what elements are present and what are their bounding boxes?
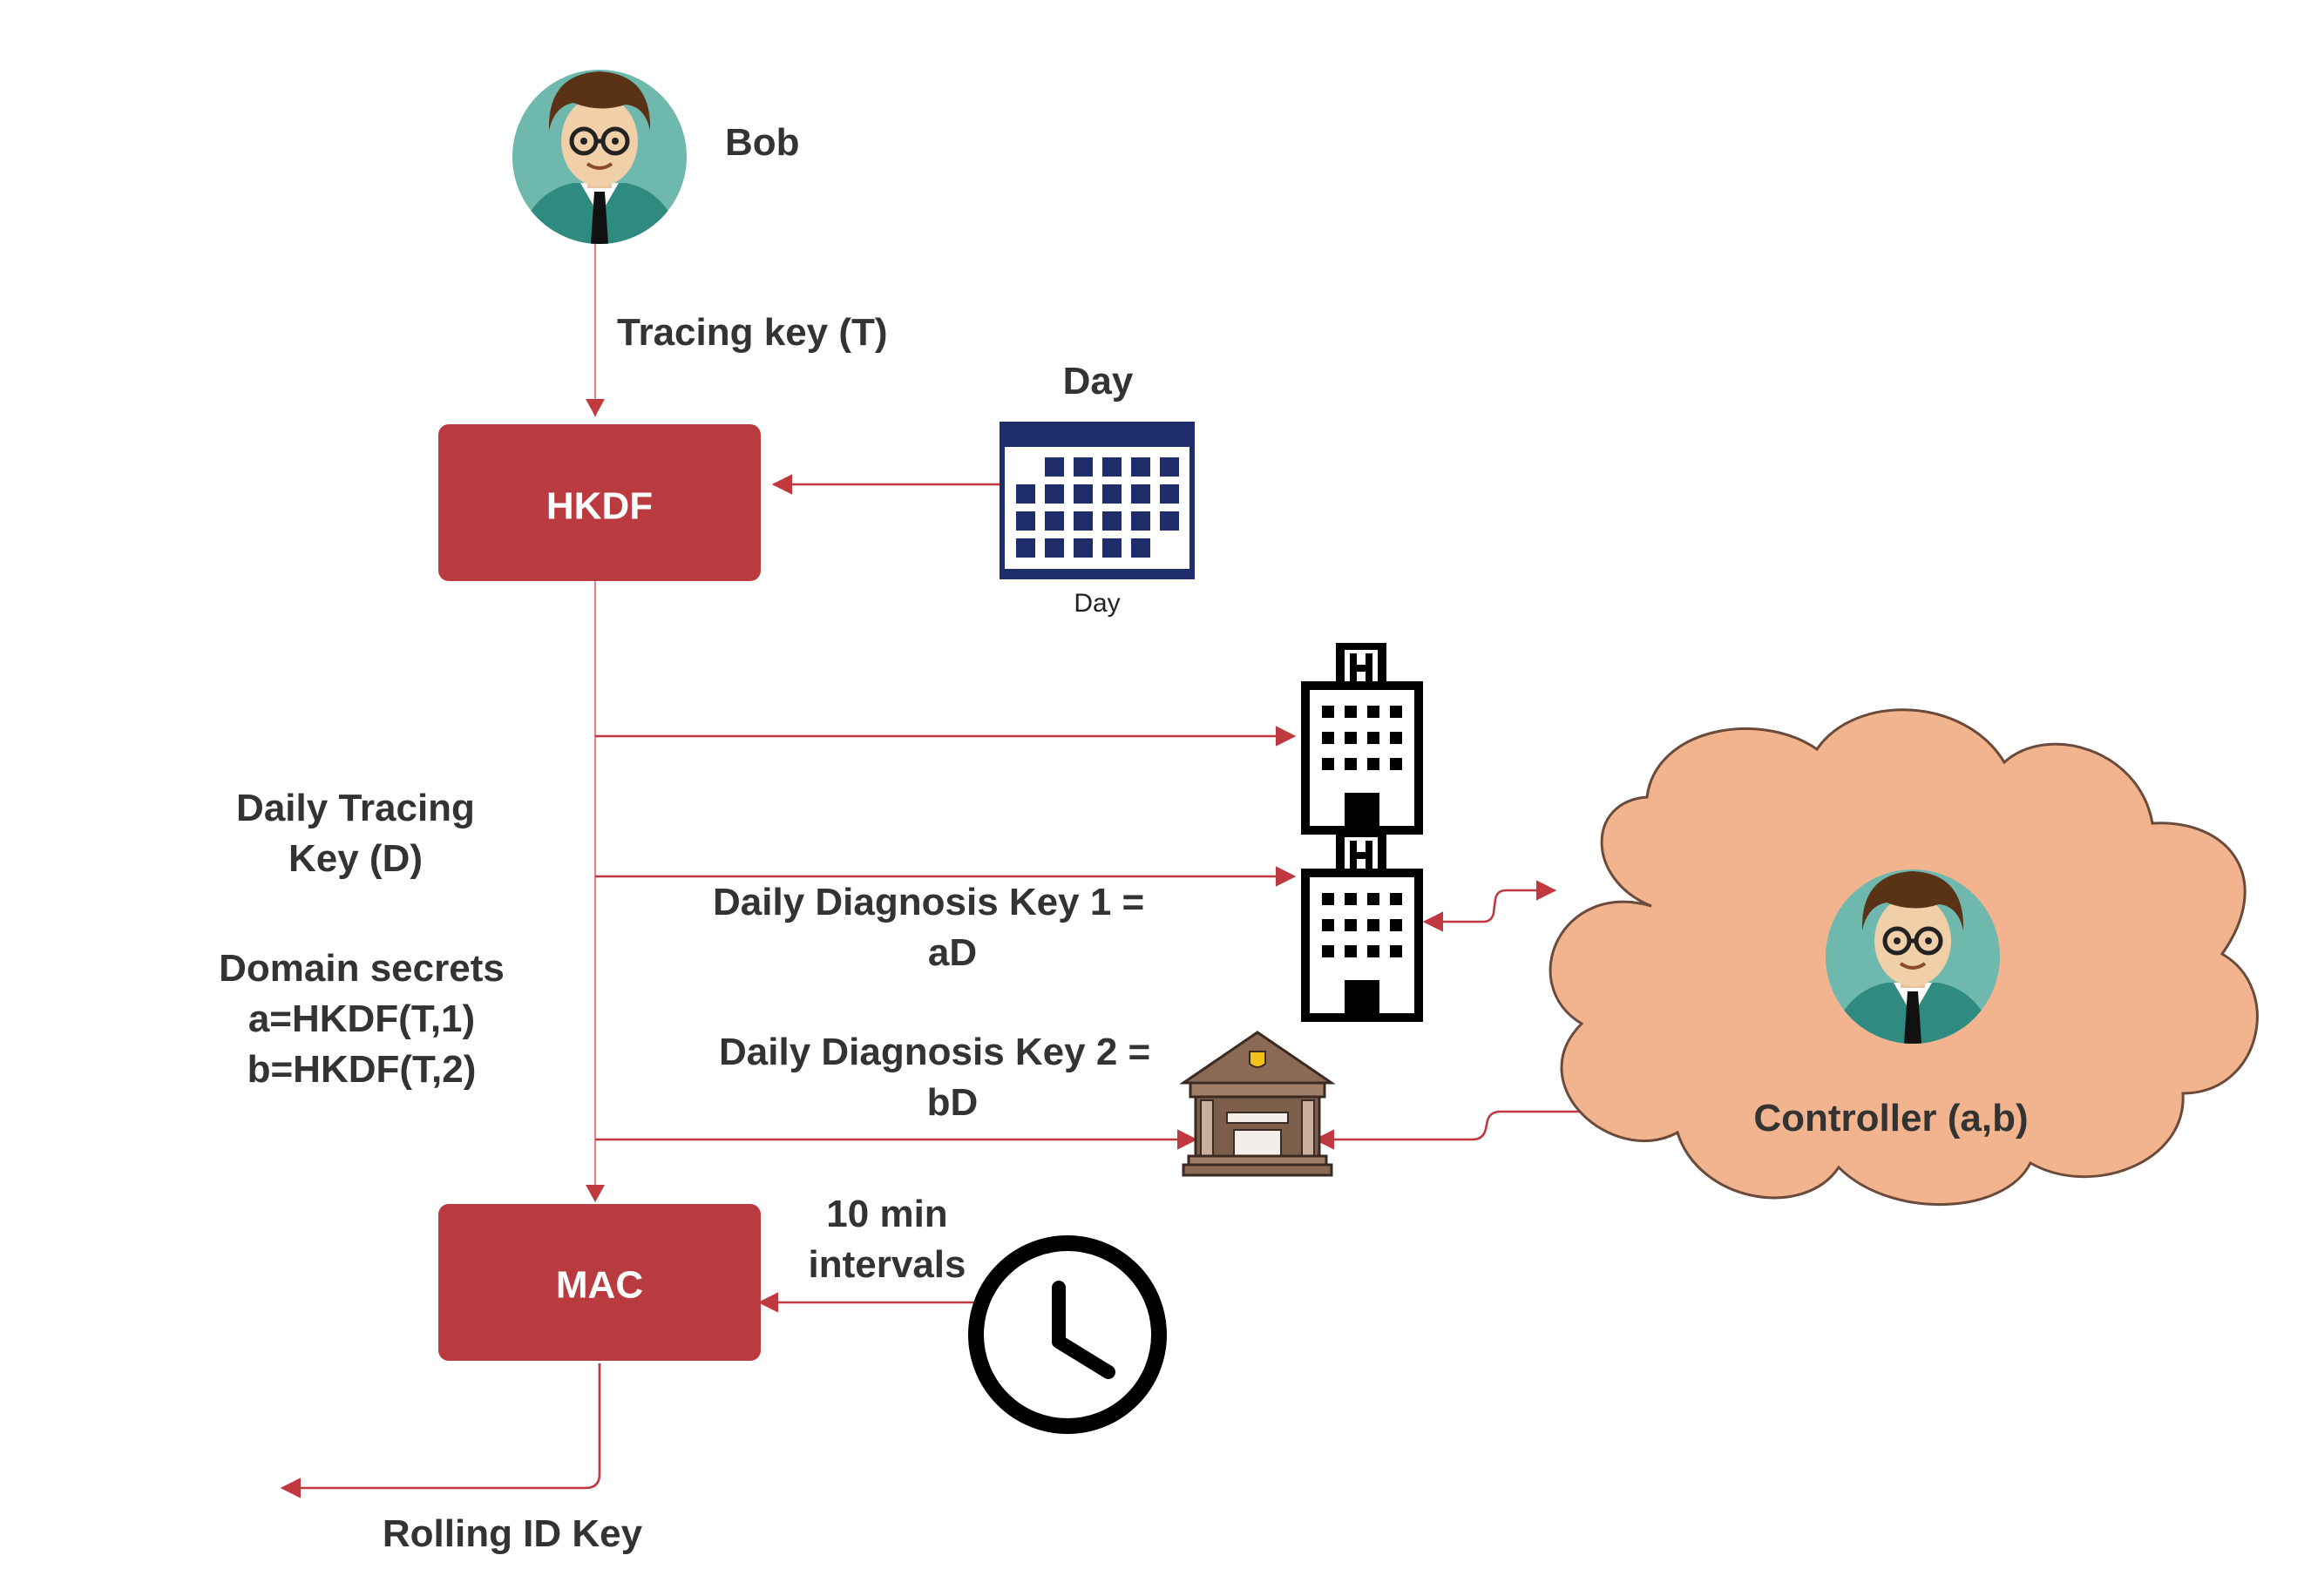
bank-icon bbox=[1179, 1031, 1336, 1177]
calendar-cell bbox=[1074, 457, 1093, 477]
diagnosis-key-1-line-2: aD bbox=[928, 931, 977, 974]
hkdf-node: HKDF bbox=[438, 424, 761, 581]
mac-node: MAC bbox=[438, 1204, 761, 1361]
edges bbox=[280, 240, 1657, 1498]
hospital-window bbox=[1345, 758, 1357, 770]
person-avatar-icon bbox=[512, 70, 687, 244]
calendar-cell bbox=[1160, 484, 1179, 504]
edge-mac-to-rolling-id bbox=[280, 1363, 601, 1498]
interval-line-2: intervals bbox=[809, 1243, 966, 1286]
domain-secrets-label: Domain secrets a=HKDF(T,1) b=HKDF(T,2) bbox=[219, 947, 505, 1091]
calendar-cell bbox=[1131, 457, 1150, 477]
hospital-window bbox=[1345, 945, 1357, 957]
tracing-key-label: Tracing key (T) bbox=[617, 311, 888, 354]
hospital-window bbox=[1367, 706, 1379, 718]
calendar-cell bbox=[1160, 511, 1179, 531]
hospital-window bbox=[1345, 919, 1357, 931]
hospital-window bbox=[1345, 706, 1357, 718]
mac-label: MAC bbox=[556, 1264, 643, 1307]
hospital-window bbox=[1367, 893, 1379, 905]
daily-tracing-key-line-2: Key (D) bbox=[288, 837, 423, 880]
hospital-window bbox=[1322, 732, 1334, 744]
hospital-window bbox=[1390, 919, 1402, 931]
calendar-cell bbox=[1102, 457, 1122, 477]
calendar-cell bbox=[1131, 538, 1150, 558]
hospital-window bbox=[1367, 945, 1379, 957]
interval-label: 10 min intervals bbox=[809, 1193, 966, 1286]
calendar-cell bbox=[1102, 484, 1122, 504]
calendar-cell bbox=[1045, 511, 1064, 531]
hospital-window bbox=[1322, 919, 1334, 931]
calendar-cell bbox=[1102, 538, 1122, 558]
diagnosis-key-2-line-1: Daily Diagnosis Key 2 = bbox=[719, 1031, 1150, 1073]
arrowhead-mac-top bbox=[586, 1185, 605, 1202]
bob-label: Bob bbox=[725, 121, 800, 164]
calendar-cell bbox=[1074, 511, 1093, 531]
hospital-window bbox=[1345, 732, 1357, 744]
calendar-cell bbox=[1102, 511, 1122, 531]
edge-bank-controller bbox=[1313, 1101, 1657, 1150]
hospital-window bbox=[1322, 945, 1334, 957]
calendar-cell bbox=[1045, 457, 1064, 477]
calendar-icon bbox=[1000, 422, 1195, 579]
hospital-window bbox=[1345, 893, 1357, 905]
day-caption: Day bbox=[1074, 589, 1120, 618]
diagnosis-key-2-label: Daily Diagnosis Key 2 = bD bbox=[719, 1031, 1150, 1124]
calendar-cell bbox=[1016, 484, 1035, 504]
domain-secrets-line-1: Domain secrets bbox=[219, 947, 505, 990]
daily-tracing-key-line-1: Daily Tracing bbox=[236, 787, 475, 829]
clock-icon bbox=[968, 1235, 1167, 1434]
calendar-cell bbox=[1016, 538, 1035, 558]
hospital-window bbox=[1367, 919, 1379, 931]
arrowhead-hkdf-top bbox=[586, 399, 605, 416]
hospital-icon bbox=[1301, 643, 1423, 835]
daily-tracing-key-label: Daily Tracing Key (D) bbox=[236, 787, 475, 880]
hospital-window bbox=[1322, 893, 1334, 905]
calendar-cell bbox=[1045, 538, 1064, 558]
edge-hospital-controller bbox=[1422, 880, 1557, 932]
domain-secrets-line-2: a=HKDF(T,1) bbox=[248, 998, 475, 1040]
day-title: Day bbox=[1063, 360, 1134, 402]
hkdf-label: HKDF bbox=[546, 485, 653, 528]
calendar-cell bbox=[1074, 484, 1093, 504]
domain-secrets-line-3: b=HKDF(T,2) bbox=[247, 1048, 477, 1091]
bob-avatar bbox=[512, 70, 687, 244]
interval-line-1: 10 min bbox=[826, 1193, 947, 1235]
hospital-icon bbox=[1301, 830, 1423, 1022]
hospital-window bbox=[1390, 706, 1402, 718]
calendar-cell bbox=[1131, 484, 1150, 504]
hospital-window bbox=[1367, 758, 1379, 770]
diagnosis-key-1-label: Daily Diagnosis Key 1 = aD bbox=[713, 881, 1144, 974]
diagnosis-key-2-line-2: bD bbox=[927, 1081, 979, 1124]
calendar-cell bbox=[1016, 511, 1035, 531]
hospital-window bbox=[1322, 758, 1334, 770]
hospital-window bbox=[1390, 945, 1402, 957]
person-avatar-icon bbox=[1826, 869, 2000, 1044]
hospital-window bbox=[1367, 732, 1379, 744]
controller-avatar bbox=[1826, 869, 2000, 1044]
diagnosis-key-1-line-1: Daily Diagnosis Key 1 = bbox=[713, 881, 1144, 923]
hospital-window bbox=[1390, 732, 1402, 744]
rolling-id-key-label: Rolling ID Key bbox=[383, 1512, 643, 1555]
calendar-cell bbox=[1074, 538, 1093, 558]
hospital-window bbox=[1390, 893, 1402, 905]
hospital-window bbox=[1322, 706, 1334, 718]
controller-label: Controller (a,b) bbox=[1753, 1097, 2028, 1140]
hospital-window bbox=[1390, 758, 1402, 770]
calendar-cell bbox=[1160, 457, 1179, 477]
calendar-cell bbox=[1131, 511, 1150, 531]
calendar-cell bbox=[1045, 484, 1064, 504]
